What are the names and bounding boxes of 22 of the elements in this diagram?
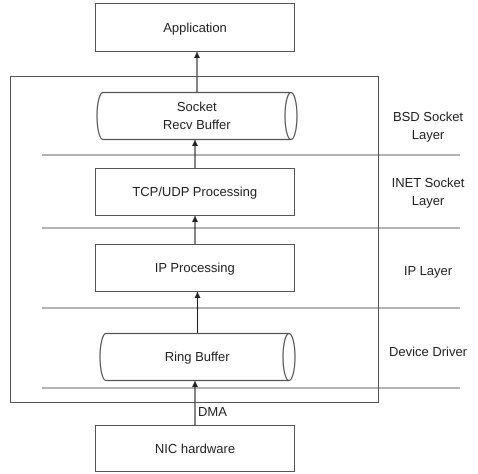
node-label: TCP/UDP Processing: [132, 182, 258, 200]
kernel-box: [10, 76, 379, 403]
node-label: Ring Buffer: [164, 348, 230, 366]
process-box: [94, 168, 295, 216]
layer-label: Device Driver: [388, 343, 468, 361]
layer-label: INET Socket Layer: [390, 174, 466, 210]
layer-label: IP Layer: [402, 262, 454, 280]
arrow: [194, 52, 200, 92]
arrow: [194, 292, 200, 333]
process-box: [95, 425, 295, 472]
process-box: [94, 244, 295, 292]
arrow: [192, 381, 198, 425]
node-label: IP Processing: [154, 258, 235, 276]
node-label: NIC hardware: [154, 440, 236, 458]
process-box: [95, 3, 295, 52]
node-label: Socket Recv Buffer: [162, 98, 232, 134]
arrow: [192, 216, 198, 244]
arrow: [192, 140, 198, 168]
buffer-cylinder: [100, 332, 295, 381]
node-label: Application: [163, 18, 227, 36]
buffer-cylinder: [96, 92, 297, 140]
layer-label: BSD Socket Layer: [392, 108, 464, 144]
